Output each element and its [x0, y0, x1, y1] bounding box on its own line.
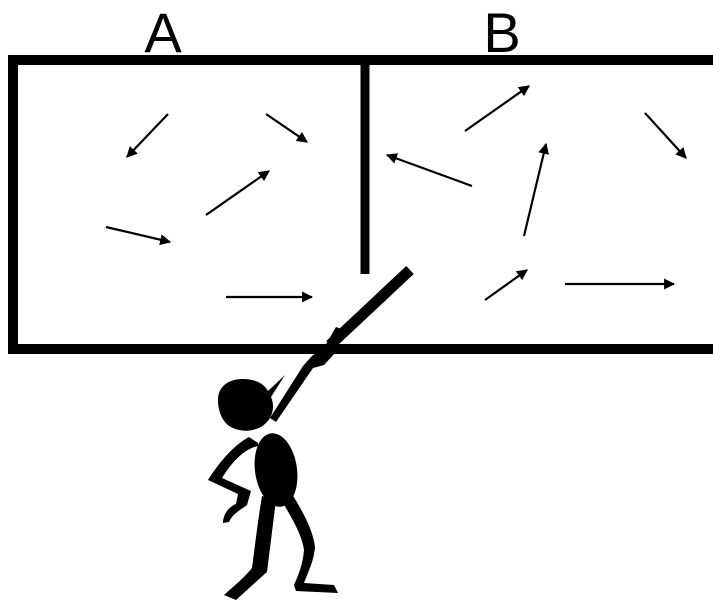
- molecules-chamber-a: [105, 113, 314, 303]
- molecule-arrow-icon: [385, 153, 473, 188]
- molecules-chamber-b: [385, 85, 687, 301]
- demon-left-leg: [224, 496, 276, 600]
- trapdoor-rod: [326, 265, 414, 350]
- molecule-arrow-icon: [484, 269, 528, 301]
- chamber-a-label: A: [144, 1, 182, 64]
- molecule-arrow-icon: [126, 113, 169, 158]
- chamber-b-label: B: [483, 1, 520, 64]
- molecule-arrow-icon: [105, 225, 172, 246]
- demon-torso: [254, 433, 298, 507]
- demon-hip-arm: [208, 437, 258, 523]
- stick-figure-demon-icon: [208, 327, 344, 600]
- molecule-arrow-icon: [265, 113, 308, 143]
- molecule-arrow-icon: [644, 112, 687, 159]
- demon-right-leg: [280, 494, 338, 593]
- molecule-arrow-icon: [205, 170, 270, 216]
- molecule-arrow-icon: [464, 85, 530, 132]
- demon-head: [218, 375, 285, 431]
- container-box: [8, 55, 713, 354]
- molecule-arrow-icon: [522, 142, 550, 237]
- demon-raised-arm: [270, 327, 344, 422]
